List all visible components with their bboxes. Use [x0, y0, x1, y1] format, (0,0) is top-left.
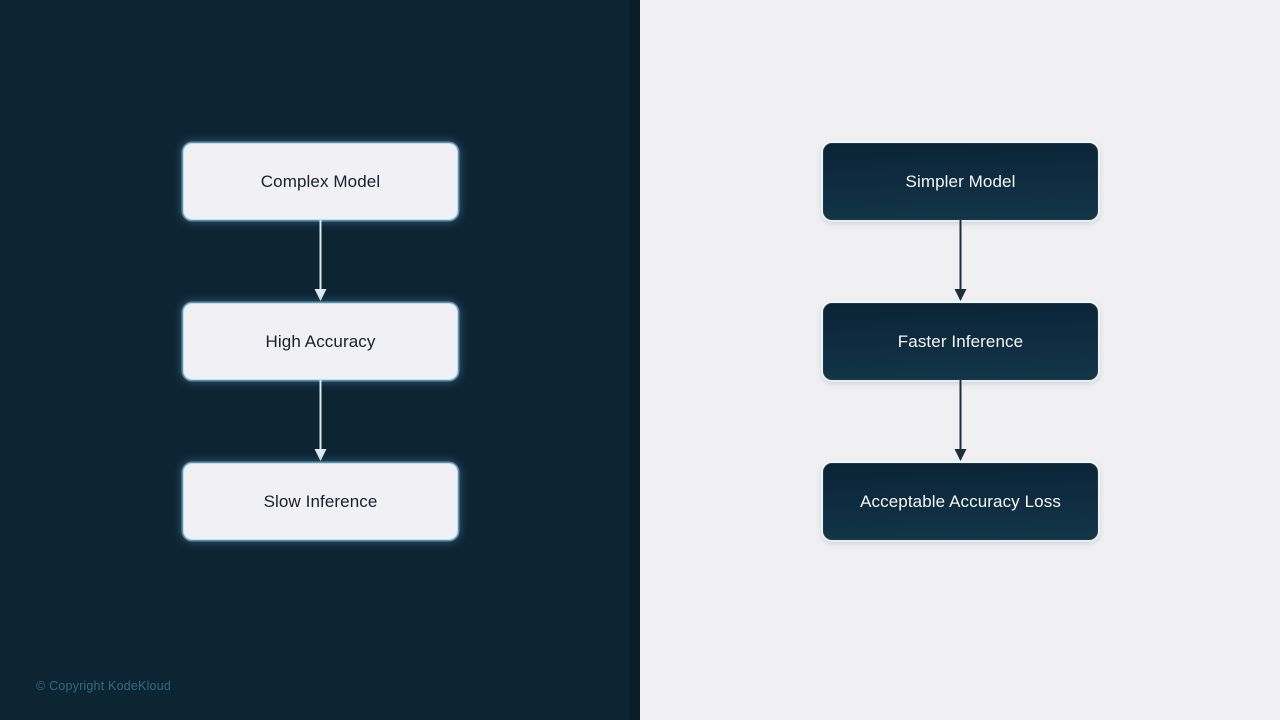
node-acceptable-accuracy-loss[interactable]: Acceptable Accuracy Loss [823, 463, 1098, 540]
connector-simpler-to-faster [823, 220, 1098, 303]
node-label: Slow Inference [263, 491, 378, 511]
node-faster-inference[interactable]: Faster Inference [823, 303, 1098, 380]
node-label: Simpler Model [905, 171, 1016, 191]
connector-faster-to-accuracy-loss [823, 380, 1098, 463]
node-label: Acceptable Accuracy Loss [860, 491, 1061, 511]
down-arrow-icon [314, 380, 327, 461]
down-arrow-icon [954, 220, 967, 301]
down-arrow-icon [954, 380, 967, 461]
node-label: High Accuracy [265, 331, 376, 351]
node-label: Faster Inference [897, 331, 1024, 351]
left-flow-column: Complex Model High Accuracy Slow Inferen… [183, 143, 458, 540]
panel-divider [630, 0, 640, 720]
node-simpler-model[interactable]: Simpler Model [823, 143, 1098, 220]
copyright-notice: © Copyright KodeKloud [36, 679, 172, 693]
down-arrow-icon [314, 220, 327, 301]
node-complex-model[interactable]: Complex Model [183, 143, 458, 220]
connector-accuracy-to-slow [183, 380, 458, 463]
right-flow-column: Simpler Model Faster Inference Acceptabl… [823, 143, 1098, 540]
node-slow-inference[interactable]: Slow Inference [183, 463, 458, 540]
connector-complex-to-accuracy [183, 220, 458, 303]
node-label: Complex Model [260, 171, 381, 191]
node-high-accuracy[interactable]: High Accuracy [183, 303, 458, 380]
